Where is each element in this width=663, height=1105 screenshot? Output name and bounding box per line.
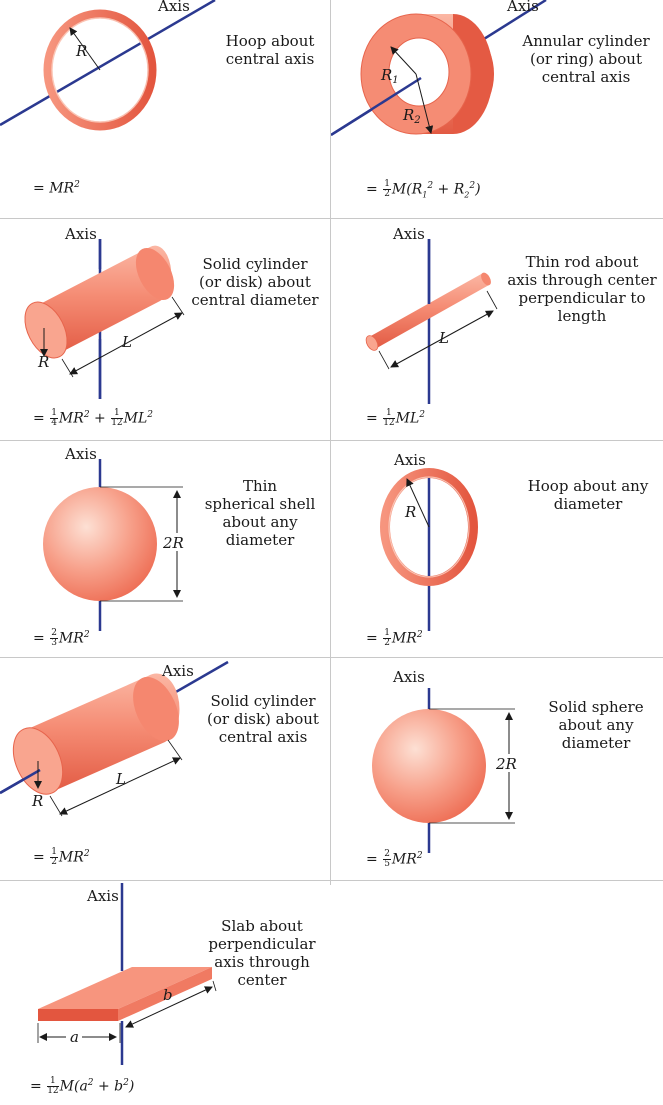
slab-diagram: a b xyxy=(37,883,217,1065)
axis-label: Axis xyxy=(393,668,425,686)
panel-description: Solid cylinder (or disk) about central a… xyxy=(207,692,319,746)
divider-h-1 xyxy=(0,218,663,219)
thin-rod-diagram: L xyxy=(365,239,498,404)
divider-h-2 xyxy=(0,440,663,441)
length-label: L xyxy=(438,329,449,347)
rod-end xyxy=(365,335,379,351)
r1-arrow xyxy=(390,46,417,75)
b-arrow xyxy=(125,986,213,1028)
panel-description: Thin rod about axis through center perpe… xyxy=(507,253,657,325)
axis-label: Axis xyxy=(87,887,119,905)
slab-top xyxy=(38,967,212,1009)
length-label: L xyxy=(115,770,126,788)
panel-description: Solid cylinder (or disk) about central d… xyxy=(191,255,319,309)
axis-label: Axis xyxy=(394,451,426,469)
panel-solid-cylinder-diameter: R L Axis Solid cylinder (or disk) about … xyxy=(0,219,330,440)
solid-sphere-diagram: 2R xyxy=(372,688,521,853)
panel-slab: a b Axis Slab about perpendicular axis t… xyxy=(0,881,330,1105)
sphere-shape xyxy=(43,487,157,601)
slab-front xyxy=(38,1009,118,1021)
spherical-shell-diagram: 2R xyxy=(43,459,188,631)
length-arrow xyxy=(59,757,181,815)
radius-arrow xyxy=(69,27,101,71)
length-label: L xyxy=(121,333,132,351)
divider-h-3 xyxy=(0,657,663,658)
cylinder-end xyxy=(24,301,68,359)
hoop-shape xyxy=(380,468,478,586)
panel-annular-cylinder: R1 R2 Axis Annular cylinder (or ring) ab… xyxy=(331,0,663,218)
axis-label: Axis xyxy=(393,225,425,243)
diameter-label: 2R xyxy=(162,534,184,552)
panel-thin-spherical-shell: 2R Axis Thin spherical shell about any d… xyxy=(0,441,330,657)
solid-cylinder-axis-diagram: R L xyxy=(0,660,229,817)
radius-label: R xyxy=(31,792,43,810)
panel-description: Hoop about any diameter xyxy=(527,477,649,513)
length-arrow xyxy=(69,312,183,375)
ring-hole xyxy=(388,37,450,107)
panel-description: Solid sphere about any diameter xyxy=(548,698,644,752)
panel-hoop-central-axis: R Axis Hoop about central axis = MR2 xyxy=(0,0,330,218)
radius-label: R xyxy=(37,353,49,371)
axis-label: Axis xyxy=(162,662,194,680)
diameter-label: 2R xyxy=(495,755,517,773)
r2-arrow xyxy=(415,73,434,134)
axis-label: Axis xyxy=(507,0,539,15)
hoop-diameter-diagram: R xyxy=(380,468,478,631)
panel-solid-cylinder-axis: R L Axis Solid cylinder (or disk) about … xyxy=(0,658,330,880)
formula: = MR2 xyxy=(33,180,80,197)
panel-description: Hoop about central axis xyxy=(225,32,315,68)
axis-line xyxy=(0,0,216,127)
a-label: a xyxy=(70,1028,79,1046)
divider-vertical-1 xyxy=(330,0,331,885)
panel-thin-rod: L Axis Thin rod about axis through cente… xyxy=(331,219,663,440)
length-arrow xyxy=(390,310,494,368)
divider-h-4 xyxy=(0,880,663,881)
radius-label: R xyxy=(75,42,87,60)
panel-description: Slab about perpendicular axis through ce… xyxy=(208,917,316,989)
panel-description: Thin spherical shell about any diameter xyxy=(204,477,316,549)
panel-description: Annular cylinder (or ring) about central… xyxy=(522,32,650,86)
sphere-shape xyxy=(372,709,486,823)
radius-arrow xyxy=(406,478,430,528)
b-label: b xyxy=(163,986,173,1004)
radius-label: R xyxy=(404,503,416,521)
hoop-diagram: R xyxy=(0,0,216,131)
axis-label: Axis xyxy=(65,445,97,463)
hoop-shape xyxy=(43,9,157,131)
annular-cylinder-diagram: R1 R2 xyxy=(331,0,547,137)
axis-label: Axis xyxy=(158,0,190,15)
panel-solid-sphere: 2R Axis Solid sphere about any diameter … xyxy=(331,658,663,880)
solid-cylinder-diameter-diagram: R L xyxy=(24,239,185,399)
axis-label: Axis xyxy=(65,225,97,243)
